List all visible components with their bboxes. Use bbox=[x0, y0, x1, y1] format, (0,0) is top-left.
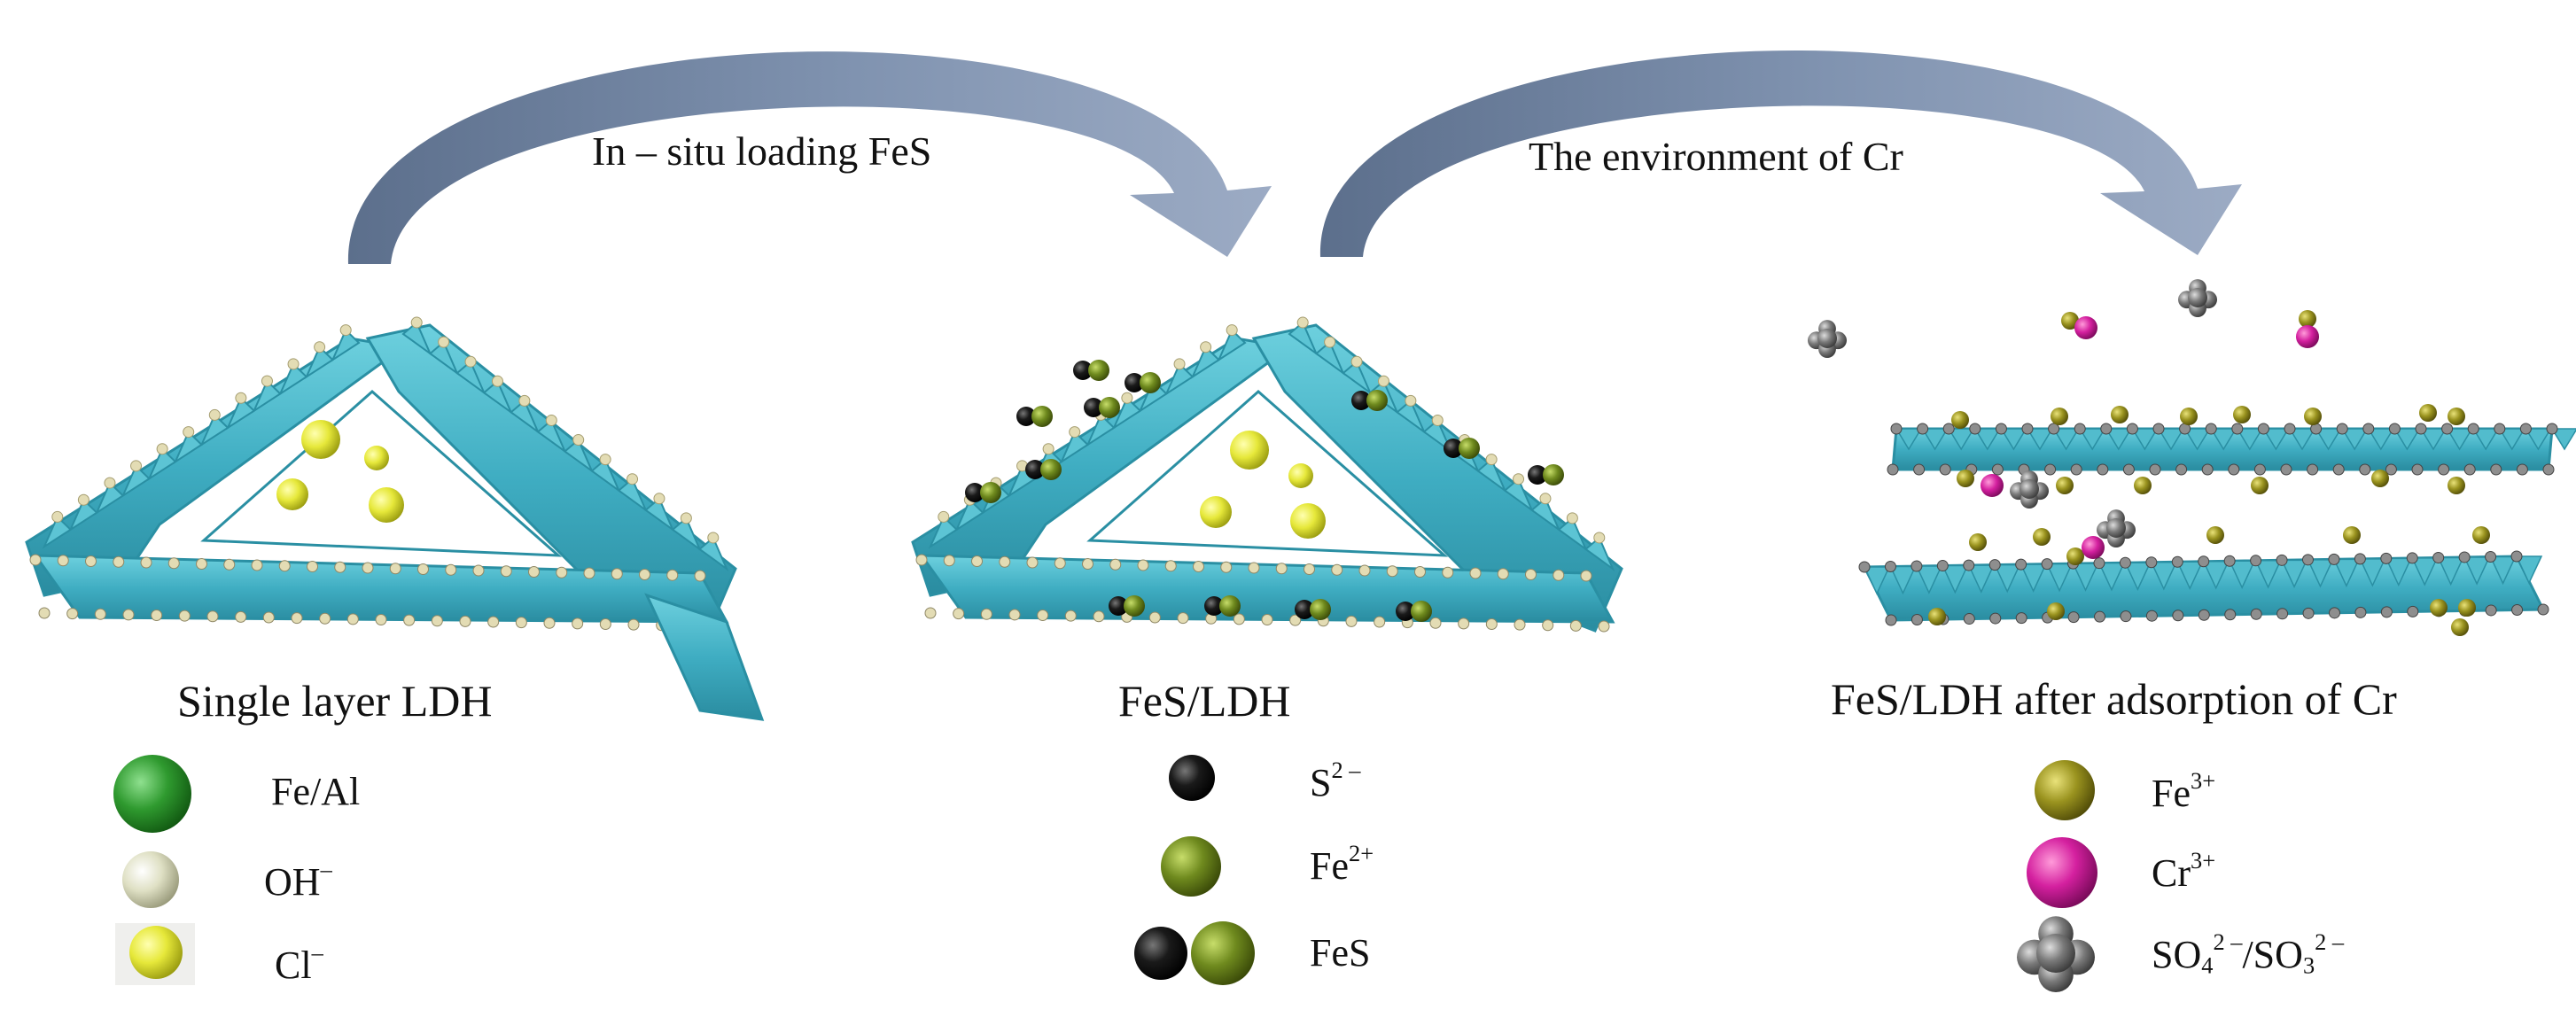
ferric-ion bbox=[2430, 599, 2448, 617]
panel-title-fes-ldh: FeS/LDH bbox=[1118, 676, 1291, 726]
ferric-ion bbox=[2419, 404, 2437, 422]
chromium-ion bbox=[2082, 536, 2105, 559]
chloride-ion bbox=[1230, 431, 1269, 470]
ferric-ion bbox=[2451, 618, 2469, 636]
chromium-ion bbox=[2296, 325, 2319, 348]
fes-pair bbox=[1025, 459, 1062, 480]
ferric-ion bbox=[1969, 533, 1987, 551]
ldh-interlayer-opening bbox=[200, 389, 563, 557]
fes-pair bbox=[1125, 372, 1161, 393]
panel-title-fes-ldh-after-adsorption: FeS/LDH after adsorption of Cr bbox=[1831, 674, 2397, 724]
legend-swatch-chloride bbox=[129, 926, 183, 979]
ldh-right-arm bbox=[1251, 323, 1623, 633]
panel-title-single-layer-ldh: Single layer LDH bbox=[177, 676, 493, 726]
ferric-ion bbox=[2111, 406, 2129, 423]
chromium-ion bbox=[1981, 474, 2004, 497]
legend-label-fes: FeS bbox=[1310, 931, 1371, 975]
sulfate-molecule bbox=[2010, 470, 2050, 509]
fes-pair bbox=[1016, 406, 1053, 427]
legend-swatch-sulfate-sulfite bbox=[2017, 916, 2095, 992]
structure-single-layer-ldh bbox=[25, 316, 765, 721]
legend-label-chromium: Cr3+ bbox=[2152, 847, 2216, 895]
ldh-slab-lower bbox=[1858, 550, 2549, 626]
ferric-ion bbox=[2180, 408, 2198, 425]
arrow-label-environment: The environment of Cr bbox=[1529, 134, 1903, 179]
fes-pair bbox=[1204, 595, 1241, 617]
ferric-ion bbox=[2299, 310, 2316, 328]
legend-swatch-ferrous bbox=[1161, 836, 1221, 897]
arrow-cr-environment bbox=[1319, 50, 2242, 257]
legend-swatch-hydroxide bbox=[122, 851, 179, 908]
legend-swatch-chromium bbox=[2027, 837, 2097, 908]
fes-pair bbox=[1528, 464, 1564, 485]
ferric-ion bbox=[2033, 528, 2051, 546]
ferric-ion bbox=[2458, 599, 2476, 617]
arrow-label-loading: In – situ loading FeS bbox=[592, 128, 932, 174]
fes-pair bbox=[1444, 438, 1480, 459]
sulfate-molecule bbox=[2097, 509, 2136, 547]
fes-pair bbox=[965, 482, 1001, 503]
ferric-ion bbox=[2047, 602, 2065, 620]
ferric-ion bbox=[1928, 608, 1946, 625]
legend-label-chloride: Cl– bbox=[275, 939, 323, 987]
ldh-slab-upper bbox=[1887, 423, 2576, 476]
ferric-ion bbox=[2251, 477, 2269, 494]
ferric-ion bbox=[2472, 526, 2490, 544]
chloride-ion bbox=[369, 487, 404, 523]
legend-swatch-sulfide bbox=[1169, 755, 1215, 801]
legend-label-sulfide: S2 – bbox=[1310, 757, 1361, 804]
ferric-ion bbox=[2343, 526, 2361, 544]
ferric-ion bbox=[2056, 477, 2074, 494]
fes-pair bbox=[1351, 390, 1388, 411]
fes-pair bbox=[1084, 397, 1120, 418]
chloride-ion bbox=[276, 478, 308, 510]
sulfate-molecule bbox=[2178, 279, 2218, 317]
structure-fes-ldh bbox=[911, 316, 1623, 633]
process-arrows bbox=[347, 50, 2242, 264]
legend-label-ferrous: Fe2+ bbox=[1310, 840, 1374, 888]
ferric-ion bbox=[2061, 312, 2079, 330]
chloride-ion bbox=[364, 446, 389, 470]
fes-pair bbox=[1295, 599, 1331, 620]
chloride-ion bbox=[301, 420, 340, 459]
ferric-ion bbox=[2233, 406, 2251, 423]
chloride-ion bbox=[1288, 463, 1313, 488]
ferric-ion bbox=[2051, 408, 2068, 425]
chloride-ion bbox=[1290, 503, 1326, 539]
structure-fes-ldh-after-adsorption bbox=[1807, 279, 2576, 636]
ldh-tail bbox=[644, 593, 765, 721]
fes-pair bbox=[1109, 595, 1145, 617]
ferric-ion bbox=[2304, 408, 2322, 425]
legend-swatch-fe-al bbox=[113, 755, 191, 833]
legend-label-hydroxide: OH– bbox=[264, 856, 332, 904]
ferric-ion bbox=[2371, 470, 2389, 487]
ferric-ion bbox=[2448, 477, 2465, 494]
chloride-ion bbox=[1200, 496, 1232, 528]
legend-label-fe-al: Fe/Al bbox=[271, 770, 361, 813]
fes-pair bbox=[1396, 601, 1432, 622]
legend-swatches bbox=[113, 755, 2097, 992]
legend-label-ferric: Fe3+ bbox=[2152, 767, 2216, 815]
ferric-ion bbox=[2134, 477, 2152, 494]
sulfate-molecule bbox=[1807, 320, 1848, 358]
legend-swatch-ferric bbox=[2035, 760, 2095, 820]
fes-pair bbox=[1073, 360, 1109, 381]
arrow-in-situ-loading bbox=[347, 51, 1272, 264]
ferric-ion bbox=[1957, 470, 1974, 487]
ferric-ion bbox=[2066, 547, 2084, 565]
ferric-ion bbox=[1951, 411, 1969, 429]
legend-swatch-fes bbox=[1134, 921, 1255, 985]
ldh-interlayer-opening bbox=[1086, 389, 1449, 557]
legend-label-sulfate-sulfite: SO42 –/SO32 – bbox=[2152, 928, 2345, 979]
ferric-ion bbox=[2448, 408, 2465, 425]
chromium-ion bbox=[2074, 316, 2097, 339]
crystal-structures bbox=[25, 279, 2576, 721]
ferric-ion bbox=[2206, 526, 2224, 544]
